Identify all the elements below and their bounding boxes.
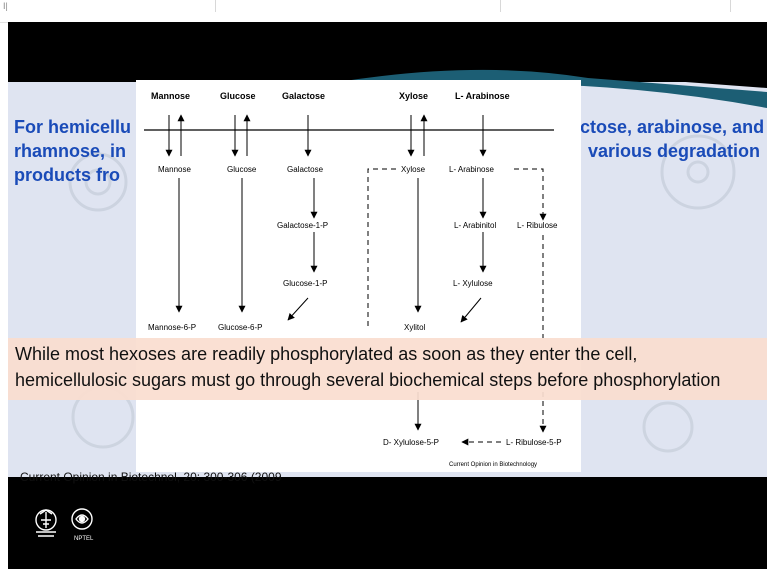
sugar-l-arabinose: L- Arabinose (455, 91, 510, 101)
sugar-galactose: Galactose (282, 91, 325, 101)
institute-emblem-icon (35, 509, 57, 537)
inside-xylose: Xylose (401, 165, 426, 174)
label-mannose-6-p: Mannose-6-P (148, 323, 196, 332)
caption-line-2: hemicellulosic sugars must go through se… (15, 370, 721, 390)
ruler-tick (500, 0, 501, 12)
slide-title-right-2: various degradation (588, 141, 761, 161)
sugar-xylose: Xylose (399, 91, 428, 101)
inside-galactose: Galactose (287, 165, 324, 174)
citation: Current Opinion in Biotechnol, 20: 300-3… (20, 470, 282, 484)
browser-top-strip: I| (0, 0, 767, 23)
metabolic-pathway-figure: Mannose Glucose Galactose Xylose L- Arab… (136, 80, 581, 472)
label-l-ribulose: L- Ribulose (517, 221, 558, 230)
slide-title-right-1: ctose, arabinose, and (580, 117, 765, 137)
slide-title-left-3: products fro (14, 165, 120, 185)
label-l-ribulose-5-p: L- Ribulose-5-P (506, 438, 562, 447)
slide-title-left-1: For hemicellu (14, 117, 132, 137)
cursor-mark: I| (3, 1, 8, 11)
label-glucose-1-p: Glucose-1-P (283, 279, 327, 288)
label-glucose-6-p: Glucose-6-P (218, 323, 262, 332)
slide-title-left-2: rhamnose, in (14, 141, 127, 161)
ruler-tick (730, 0, 731, 12)
label-l-xylulose: L- Xylulose (453, 279, 493, 288)
subtitle-caption: While most hexoses are readily phosphory… (8, 338, 767, 400)
arrow-xylulose-to-xylitol (460, 297, 482, 323)
label-galactose-1-p: Galactose-1-P (277, 221, 328, 230)
figure-source: Current Opinion in Biotechnology (449, 462, 537, 468)
caption-line-1: While most hexoses are readily phosphory… (15, 344, 638, 364)
sugar-mannose: Mannose (151, 91, 190, 101)
label-d-xylulose-5-p: D- Xylulose-5-P (383, 438, 439, 447)
inside-mannose: Mannose (158, 165, 191, 174)
inside-l-arabinose: L- Arabinose (449, 165, 494, 174)
sugar-glucose: Glucose (220, 91, 256, 101)
dashed-path-xylose-bypass (367, 168, 396, 330)
arrow-glc1p-to-g6p (287, 297, 309, 321)
inside-glucose: Glucose (227, 165, 257, 174)
ruler-tick (215, 0, 216, 12)
logo-group: NPTEL (34, 506, 124, 551)
nptel-logo-icon (71, 508, 93, 530)
label-l-arabinitol: L- Arabinitol (454, 221, 496, 230)
label-xylitol: Xylitol (404, 323, 426, 332)
nptel-label: NPTEL (74, 536, 94, 542)
dashed-arrow-arabinose-to-ribulose (514, 168, 547, 221)
